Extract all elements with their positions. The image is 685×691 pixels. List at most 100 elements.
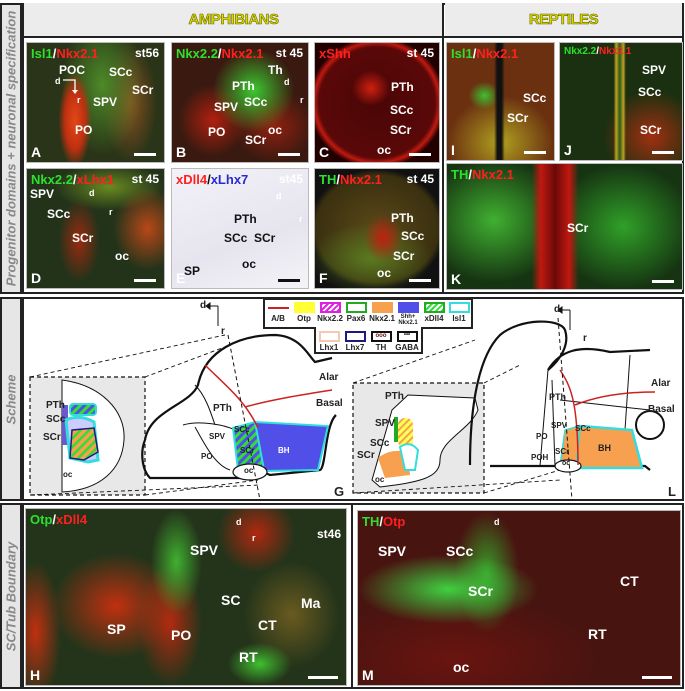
panel-letter: H	[30, 667, 41, 683]
region-label: SCr	[254, 231, 276, 245]
legend-item-isl1: Isl1	[446, 300, 472, 323]
region-label: PO	[171, 627, 192, 643]
region-label: SP	[107, 621, 126, 637]
region-label: PTh	[391, 80, 414, 94]
marker-label: Isl1/Nkx2.1	[451, 46, 519, 61]
marker-label: TH/Otp	[362, 514, 406, 529]
axis-rostral: r	[77, 95, 81, 105]
scheme-label: SCr	[555, 447, 570, 456]
axis-rostral: r	[299, 214, 303, 224]
scale-bar	[134, 153, 156, 156]
region-label: oc	[453, 659, 470, 675]
region-label: SCc	[224, 231, 248, 245]
scale-bar	[642, 676, 672, 679]
panel-letter: F	[319, 270, 328, 286]
side-label-boundary: SC/Tub Boundary	[0, 503, 22, 689]
scheme-label: PO	[201, 452, 213, 461]
scheme-label: POH	[531, 453, 549, 462]
scheme-label: PTh	[549, 392, 566, 402]
header-amphibians: AMPHIBIANS	[24, 3, 443, 36]
scheme-drawing	[29, 302, 665, 501]
scheme-label: SCc	[575, 424, 591, 433]
axis-dorsal: d	[55, 76, 61, 86]
axis-rostral: r	[300, 95, 304, 105]
axis-dorsal: d	[200, 300, 207, 311]
divider	[22, 36, 684, 38]
scheme-label: BH	[278, 446, 290, 455]
inset-label: SCc	[46, 414, 66, 425]
inset-label: SCr	[43, 432, 61, 443]
region-label: oc	[115, 249, 130, 263]
stage-label: st 45	[406, 172, 434, 186]
region-label: SCr	[72, 231, 94, 245]
panel-f: TH/Nkx2.1 st 45 PTh SCc SCr oc F	[314, 168, 440, 289]
scheme-label: oc	[562, 460, 571, 467]
scale-bar	[134, 279, 156, 282]
inset-label: oc	[63, 470, 73, 479]
panel-m: TH/Otp SPV SCc SCr CT RT oc d M	[357, 510, 681, 686]
marker-label: TH/Nkx2.1	[451, 167, 514, 182]
scale-bar	[278, 153, 300, 156]
axis-rostral: r	[252, 533, 256, 543]
panel-letter: B	[176, 144, 187, 160]
panel-letter: K	[451, 271, 462, 287]
side-label-text: SC/Tub Boundary	[3, 541, 19, 651]
legend-item-nkx22: Nkx2.2	[317, 300, 343, 323]
scheme-label: Alar	[651, 378, 671, 389]
panel-letter: L	[668, 484, 676, 499]
panel-h: Otp/xDll4 st46 SPV SP PO SC Ma CT RT d r…	[25, 508, 347, 686]
legend-item-pax6: Pax6	[343, 300, 369, 323]
marker-label: TH/Nkx2.1	[319, 172, 382, 187]
scale-bar	[308, 676, 338, 679]
stage-label: st56	[134, 46, 159, 60]
axis-dorsal: d	[89, 188, 95, 198]
region-label: SCr	[507, 111, 529, 125]
region-label: Th	[268, 63, 283, 77]
divider	[442, 3, 444, 294]
axis-rostral: r	[109, 207, 113, 217]
scale-bar	[652, 280, 674, 283]
panel-j: Nkx2.2/Nkx2.1 SPV SCc SCr J	[559, 42, 683, 161]
panel-c: xShh st 45 PTh SCc SCr oc C	[314, 42, 440, 163]
scheme-label: Alar	[319, 372, 339, 383]
legend-item-xdll4: xDll4	[421, 300, 447, 323]
scheme-label: SPV	[209, 432, 226, 441]
side-label-progenitor: Progenitor domains + neuronal specificat…	[0, 3, 22, 294]
panel-letter: E	[176, 270, 186, 286]
scale-bar	[409, 279, 431, 282]
marker-label: xShh	[319, 46, 351, 61]
divider	[351, 503, 353, 689]
region-label: PO	[208, 125, 226, 139]
region-label: CT	[258, 617, 277, 633]
scheme-label: oc	[244, 466, 254, 475]
region-label: oc	[242, 257, 257, 271]
region-label: SPV	[190, 542, 219, 558]
region-label: SCc	[523, 91, 547, 105]
marker-label: Nkx2.2/Nkx2.1	[176, 46, 264, 61]
region-label: SCc	[109, 65, 133, 79]
marker-label: xDll4/xLhx7	[176, 172, 249, 187]
region-label: SCc	[638, 85, 662, 99]
region-label: CT	[620, 573, 639, 589]
legend-item-lhx1: Lhx1	[316, 329, 342, 352]
inset-label: SCr	[357, 450, 375, 461]
region-label: PTh	[234, 212, 257, 226]
scheme-label: BH	[598, 443, 611, 453]
panel-d: Nkx2.2/xLhx1 st 45 SPV SCc SCr oc d r D	[26, 168, 165, 289]
stage-label: st46	[316, 527, 341, 541]
stage-label: st 45	[406, 46, 434, 60]
region-label: SCr	[245, 133, 267, 147]
region-label: oc	[268, 123, 283, 137]
inset-label: oc	[375, 475, 385, 484]
region-label: SP	[184, 264, 201, 278]
panel-e: xDll4/xLhx7 st45 PTh SCc SCr SP oc d r E	[171, 168, 309, 289]
region-label: SCr	[567, 221, 589, 235]
region-label: SC	[221, 592, 241, 608]
legend-item-shh-nkx21: Shh+ Nkx2.1	[395, 300, 421, 326]
panel-letter: G	[334, 484, 345, 499]
region-label: SCc	[401, 229, 425, 243]
inset-label: SCc	[370, 438, 390, 449]
marker-label: Nkx2.2/xLhx1	[31, 172, 115, 187]
panel-letter: A	[31, 144, 42, 160]
